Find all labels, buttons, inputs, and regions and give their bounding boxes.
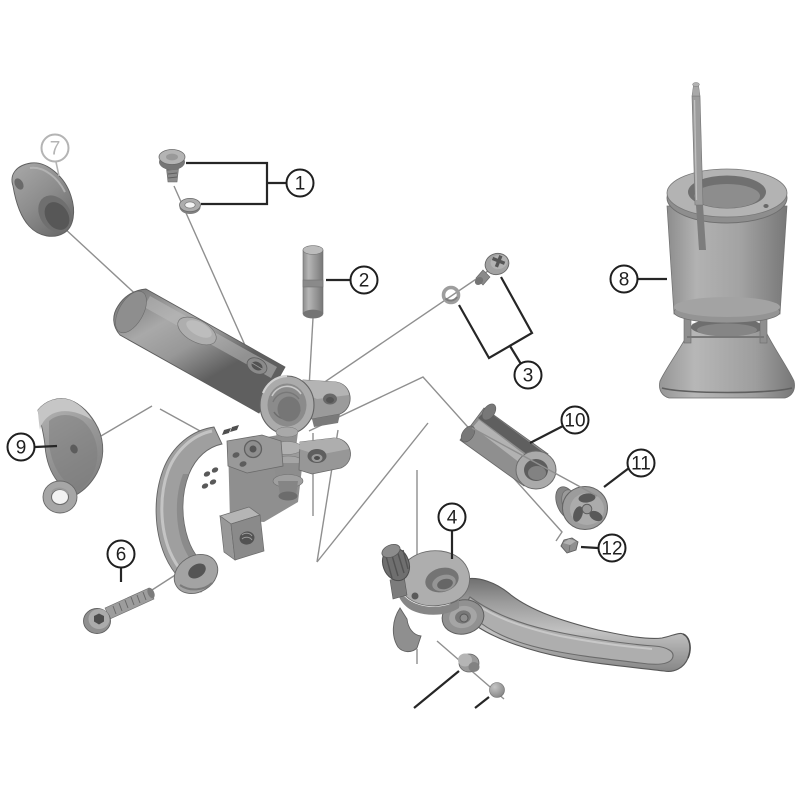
callout-number: 8 xyxy=(619,270,630,291)
bushing-axis-line xyxy=(471,427,598,497)
plate-small-hole xyxy=(411,592,419,600)
lever-blade xyxy=(455,577,691,672)
leader-9 xyxy=(34,444,58,449)
clamp-strap xyxy=(37,398,104,514)
funnel-oil-stopper-rod xyxy=(691,82,706,250)
callout-circle xyxy=(626,448,656,478)
clamp-bolt xyxy=(83,587,155,634)
cover-axis-line xyxy=(62,226,144,302)
funnel-cup xyxy=(666,168,788,324)
knuckle-plate xyxy=(222,425,284,474)
pin-axis-line xyxy=(308,317,314,389)
lower-flange xyxy=(298,437,351,475)
callout-number: 7 xyxy=(50,139,61,160)
bolt-hex-socket xyxy=(94,613,104,625)
strap-eyelet xyxy=(42,480,78,514)
callout-8: 8 xyxy=(609,264,639,294)
callout-circle xyxy=(6,432,36,462)
callout-2: 2 xyxy=(349,265,379,295)
bleed-axis-line xyxy=(306,270,489,395)
upper-flange xyxy=(299,379,351,427)
callout-number: 1 xyxy=(295,174,306,195)
callout-leader-lines xyxy=(34,161,667,709)
leader-1 xyxy=(186,161,269,206)
clamp-foot xyxy=(173,554,219,594)
leader-7 xyxy=(55,161,60,177)
clamp-band xyxy=(155,426,223,594)
master-cylinder-body xyxy=(113,288,351,594)
lever-top-plate xyxy=(397,550,470,615)
lever-assembly xyxy=(381,543,691,672)
pushrod-leader-b xyxy=(474,696,490,709)
fixing-screw xyxy=(158,149,186,183)
lever-hook xyxy=(392,607,422,653)
callout-6: 6 xyxy=(106,539,136,569)
callout-3: 3 xyxy=(513,360,543,390)
callout-1: 1 xyxy=(285,168,315,198)
bleed-funnel xyxy=(659,82,795,399)
strap-axis-line xyxy=(100,405,153,437)
callout-circle xyxy=(560,405,590,435)
body-elbow-line xyxy=(316,422,429,563)
screw-axis-line xyxy=(173,185,253,362)
pivot-nut xyxy=(560,537,579,554)
callout-circle xyxy=(437,502,467,532)
reservoir-bore xyxy=(259,374,315,435)
callout-number: 3 xyxy=(523,366,534,387)
callout-number: 6 xyxy=(116,545,127,566)
callout-4: 4 xyxy=(437,502,467,532)
callout-number: 2 xyxy=(359,271,370,292)
leader-10 xyxy=(529,425,564,444)
bleed-screw xyxy=(474,252,510,286)
grip-cover xyxy=(11,162,75,237)
callout-circle xyxy=(106,539,136,569)
callout-circle xyxy=(597,533,627,563)
callout-number: 12 xyxy=(601,539,622,560)
funnel-cone xyxy=(659,318,795,399)
callout-circle xyxy=(40,133,70,163)
sleeve-bushing xyxy=(459,403,557,490)
callout-circle xyxy=(609,264,639,294)
cylinder-barrel xyxy=(113,288,286,414)
lever-mount-block xyxy=(219,506,265,561)
callout-number: 9 xyxy=(16,438,27,459)
cap-cutouts xyxy=(573,493,603,522)
pivot-cap xyxy=(555,486,608,530)
callout-number: 10 xyxy=(564,411,585,432)
washer xyxy=(179,197,201,214)
callout-11: 11 xyxy=(626,448,656,478)
o-ring xyxy=(441,285,461,305)
leader-11 xyxy=(603,467,630,488)
strap-dimple xyxy=(70,444,78,454)
callout-number: 4 xyxy=(447,508,458,529)
leader-12 xyxy=(580,545,599,550)
leader-3-stub xyxy=(509,345,522,365)
reach-adjuster-knob xyxy=(381,543,411,600)
callout-number: 11 xyxy=(631,454,651,475)
pushrod-nut xyxy=(458,653,480,673)
callout-12: 12 xyxy=(597,533,627,563)
cylinder-pin xyxy=(302,245,324,319)
callout-circle xyxy=(513,360,543,390)
callout-10: 10 xyxy=(560,405,590,435)
callout-7: 7 xyxy=(40,133,70,163)
leader-3 xyxy=(458,276,534,360)
pushrod-ball xyxy=(489,682,505,698)
screw-boss xyxy=(246,357,268,375)
pushrod-leader-a xyxy=(413,670,460,709)
callout-circle xyxy=(349,265,379,295)
callout-9: 9 xyxy=(6,432,36,462)
callout-circle xyxy=(285,168,315,198)
